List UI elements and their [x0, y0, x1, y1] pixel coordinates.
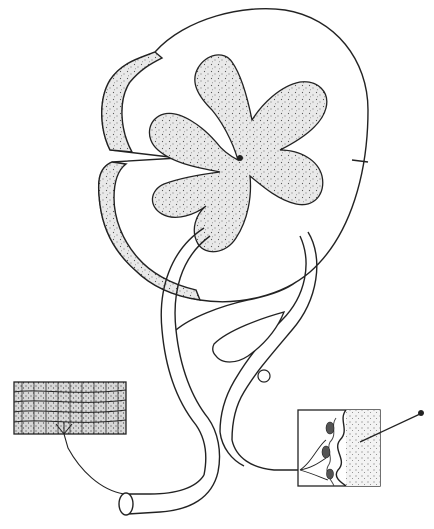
spinal-nerve	[119, 432, 300, 515]
central-canal	[237, 155, 243, 161]
spinal-cord-outline	[99, 9, 368, 302]
muscle-fiber-bundle	[14, 382, 126, 494]
spinal-cord-cross-section	[99, 9, 368, 302]
ventral-root-node	[258, 370, 270, 382]
dorsal-root-ganglion	[213, 312, 284, 362]
skin-receptor	[298, 410, 380, 486]
